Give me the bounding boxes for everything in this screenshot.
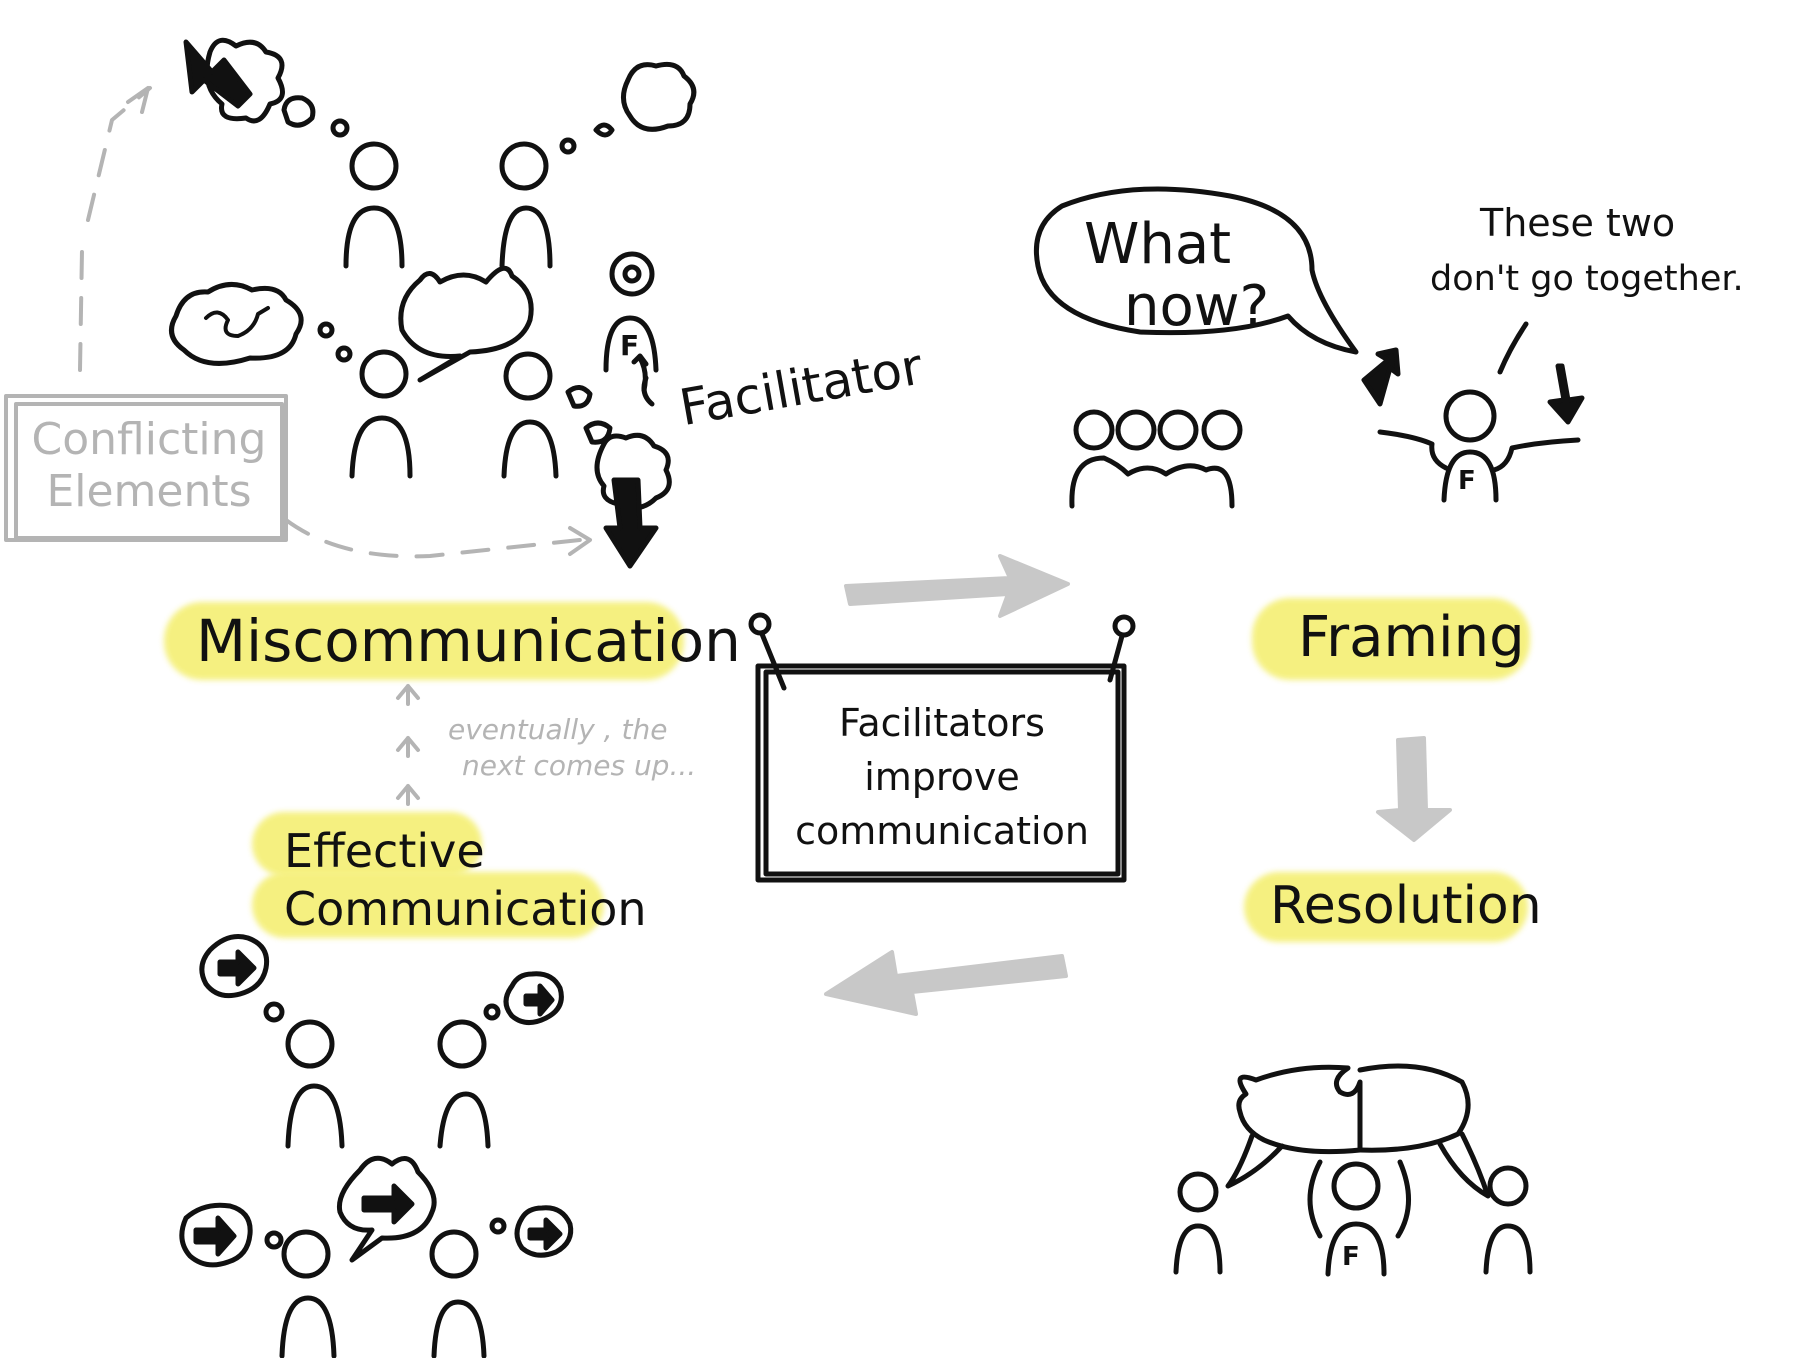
framing-scene	[1033, 186, 1585, 509]
sign-line1: Facilitators	[839, 701, 1045, 745]
framing-label: Framing	[1298, 605, 1525, 670]
highlight-resolution	[1244, 872, 1528, 942]
eventually-arrows	[396, 684, 420, 806]
process-arrow-left	[824, 950, 1068, 1016]
process-arrow-down	[1376, 736, 1452, 842]
effective-line2: Communication	[284, 882, 647, 936]
resolution-label: Resolution	[1270, 876, 1542, 936]
effective-communication-label: Effective Communication	[284, 822, 647, 938]
aside-line2: don't go together.	[1430, 259, 1744, 299]
sign-text: Facilitators improve communication	[770, 696, 1114, 858]
aside-line1: These two	[1480, 201, 1676, 245]
facilitator-badge-top: F	[620, 329, 640, 362]
conflicting-elements-label: Conflicting Elements	[18, 414, 280, 518]
effective-group	[179, 934, 574, 1358]
highlight-communication	[252, 872, 604, 938]
aside-text: These two don't go together.	[1430, 196, 1744, 306]
miscommunication-label: Miscommunication	[196, 607, 741, 675]
facilitator-badge-framing: F	[1458, 466, 1476, 496]
conflicting-line2: Elements	[46, 466, 252, 517]
conflicting-elements-box	[4, 86, 592, 559]
resolution-scene	[1173, 1063, 1533, 1277]
highlight-miscommunication	[164, 602, 684, 680]
facilitators-sign	[748, 612, 1136, 883]
eventually-line1: eventually , the	[448, 713, 668, 746]
speech-line2: now?	[1124, 274, 1270, 339]
effective-line1: Effective	[284, 824, 485, 878]
facilitator-badge-resolution: F	[1342, 1242, 1360, 1272]
miscommunication-group	[169, 37, 697, 569]
speech-text: What now?	[1084, 214, 1269, 338]
sign-line2: improve	[864, 755, 1020, 799]
eventually-label: eventually , the next comes up...	[448, 712, 696, 784]
highlight-framing	[1252, 598, 1530, 680]
sign-line3: communication	[795, 809, 1089, 853]
speech-line1: What	[1084, 212, 1232, 277]
eventually-line2: next comes up...	[462, 749, 697, 782]
conflicting-line1: Conflicting	[31, 414, 267, 465]
process-arrow-right	[844, 554, 1070, 618]
highlight-effective	[252, 812, 482, 876]
